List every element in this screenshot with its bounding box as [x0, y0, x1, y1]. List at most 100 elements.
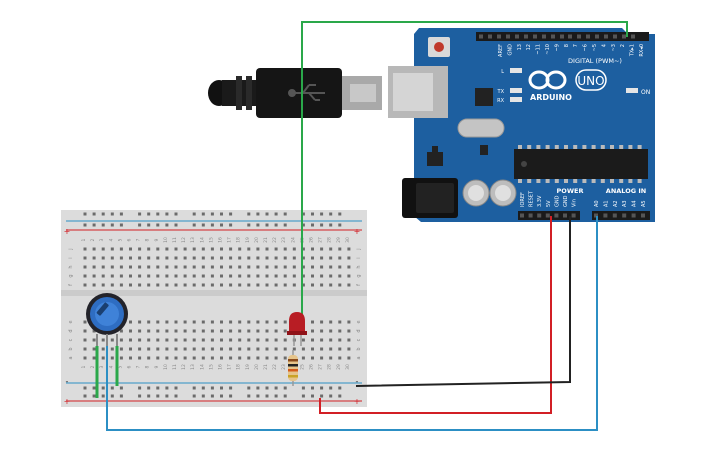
column-number: 22	[272, 364, 278, 370]
row-letter: c	[68, 338, 74, 341]
row-letter: b	[68, 347, 74, 350]
column-number: 22	[272, 237, 278, 243]
potentiometer[interactable]	[86, 293, 128, 346]
pin-label: A5	[641, 200, 647, 207]
pin-label: 7	[573, 44, 579, 47]
row-letter: b	[356, 347, 362, 350]
led-l	[510, 68, 522, 73]
pin-label: 5V	[546, 200, 552, 207]
pin-label: 4	[601, 44, 607, 47]
row-letter: g	[356, 274, 362, 277]
pin-label: 8	[564, 44, 570, 47]
red-led[interactable]	[287, 312, 307, 346]
pin-label: ~11	[536, 44, 542, 55]
pin-label: ~3	[611, 44, 617, 51]
row-letter: j	[356, 248, 362, 250]
row-letter: a	[356, 356, 362, 359]
wire-red-5v[interactable]	[319, 216, 552, 414]
row-letter: f	[68, 284, 74, 286]
rail-sign: +	[64, 397, 71, 406]
usb-cable[interactable]	[208, 68, 382, 118]
column-number: 14	[199, 237, 205, 243]
analog-header	[592, 211, 650, 220]
pin-label: TX▸1	[630, 44, 636, 57]
analog-label: ANALOG IN	[606, 187, 646, 195]
column-number: 13	[190, 237, 196, 243]
column-number: 11	[172, 364, 178, 370]
column-number: 3	[99, 238, 105, 241]
column-number: 21	[263, 237, 269, 243]
pin-label: ~9	[554, 44, 560, 51]
rail-sign: +	[64, 227, 71, 236]
digital-label: DIGITAL (PWM~)	[568, 57, 622, 65]
rail-sign: +	[354, 227, 361, 236]
row-letter: j	[68, 248, 74, 250]
row-letter: h	[68, 265, 74, 268]
column-number: 15	[208, 364, 214, 370]
column-number: 9	[154, 238, 160, 241]
column-number: 12	[181, 364, 187, 370]
column-number: 16	[218, 364, 224, 370]
column-number: 1	[81, 238, 87, 241]
row-letter: f	[356, 284, 362, 286]
pin-label: A1	[603, 200, 609, 207]
pin-label: IOREF	[520, 192, 526, 207]
column-number: 15	[208, 237, 214, 243]
column-number: 21	[263, 364, 269, 370]
column-number: 5	[117, 238, 123, 241]
usb-chip	[475, 88, 493, 106]
atmega-chip	[514, 149, 648, 179]
column-number: 8	[145, 365, 151, 368]
column-number: 20	[254, 364, 260, 370]
column-number: 23	[281, 237, 287, 243]
column-number: 12	[181, 237, 187, 243]
led-rx	[510, 97, 522, 102]
column-number: 28	[327, 364, 333, 370]
column-number: 4	[108, 365, 114, 368]
column-number: 24	[290, 237, 296, 243]
row-letter: h	[356, 265, 362, 268]
column-number: 2	[90, 238, 96, 241]
column-number: 27	[318, 364, 324, 370]
column-number: 26	[309, 237, 315, 243]
column-number: 17	[227, 237, 233, 243]
column-number: 25	[299, 364, 305, 370]
row-letter: c	[356, 338, 362, 341]
pin-label: GND	[507, 44, 513, 56]
row-letter: i	[68, 257, 74, 258]
column-number: 19	[245, 364, 251, 370]
column-number: 30	[345, 237, 351, 243]
column-number: 11	[172, 237, 178, 243]
breadboard-center-channel	[61, 290, 367, 296]
wire-blue-a0[interactable]	[106, 216, 598, 431]
arduino-logo-text: ARDUINO	[530, 93, 572, 102]
column-number: 19	[245, 237, 251, 243]
resistor[interactable]	[288, 350, 298, 386]
wire-black-gnd[interactable]	[355, 216, 571, 387]
regulator	[427, 152, 443, 166]
pin-label: ~5	[592, 44, 598, 51]
pin-label: GND	[554, 195, 560, 207]
led-tx-label: TX	[497, 89, 505, 95]
row-letter: a	[68, 356, 74, 359]
column-number: 18	[236, 237, 242, 243]
column-number: 23	[281, 364, 287, 370]
arduino-uno-board[interactable]: L TX RX ON ARDUINO UNO DIGITAL (PWM~) PO…	[388, 28, 655, 222]
column-number: 10	[163, 237, 169, 243]
column-number: 13	[190, 364, 196, 370]
column-number: 3	[99, 365, 105, 368]
pin-label: Vin	[572, 199, 578, 207]
column-number: 9	[154, 365, 160, 368]
pin-label: 12	[526, 44, 532, 50]
pin-label: 2	[620, 44, 626, 47]
pin-label: RX◂0	[639, 44, 645, 57]
column-number: 16	[218, 237, 224, 243]
column-number: 17	[227, 364, 233, 370]
rail-sign: +	[354, 397, 361, 406]
rail-sign: -	[356, 377, 359, 386]
rail-sign: -	[66, 377, 69, 386]
wire-green-digital[interactable]	[301, 21, 628, 315]
column-number: 29	[336, 364, 342, 370]
